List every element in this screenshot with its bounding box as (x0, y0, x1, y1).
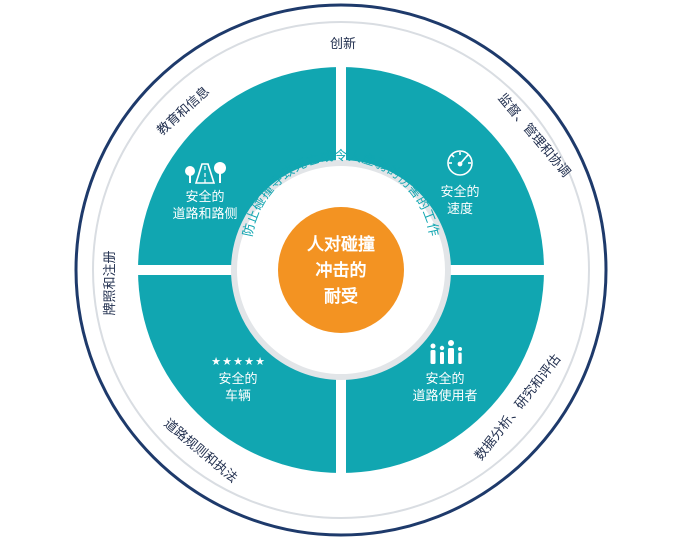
quadrants (138, 67, 544, 473)
center-circle (278, 207, 404, 333)
family-icon (430, 340, 462, 364)
center-title-line1: 人对碰撞 (307, 234, 375, 255)
quadrant-top-left-line2: 道路和路侧 (172, 206, 237, 222)
quadrant-top-right-line2: 速度 (447, 201, 473, 217)
svg-text:★: ★ (233, 355, 243, 368)
svg-text:★: ★ (222, 355, 232, 368)
road-trees-icon (185, 162, 226, 184)
center-title-line3: 耐受 (324, 286, 358, 307)
speedometer-icon (447, 150, 473, 176)
svg-text:★: ★ (244, 355, 254, 368)
outer-label-left: 牌照和注册 (102, 250, 118, 315)
quadrant-top-right-line1: 安全的 (440, 184, 479, 200)
quadrant-bottom-left-line1: 安全的 (218, 371, 257, 387)
outer-label-top: 创新 (330, 36, 356, 52)
svg-text:★: ★ (211, 355, 221, 368)
svg-text:★: ★ (255, 355, 265, 368)
quadrant-bottom-right-line1: 安全的 (425, 371, 464, 387)
center-title-line2: 冲击的 (316, 260, 367, 281)
quadrant-top-left-line1: 安全的 (185, 189, 224, 205)
five-stars-icon: ★ ★ ★ ★ ★ (211, 355, 265, 368)
quadrant-bottom-left-line2: 车辆 (225, 388, 251, 404)
quadrant-bottom-right-line2: 道路使用者 (412, 388, 477, 404)
